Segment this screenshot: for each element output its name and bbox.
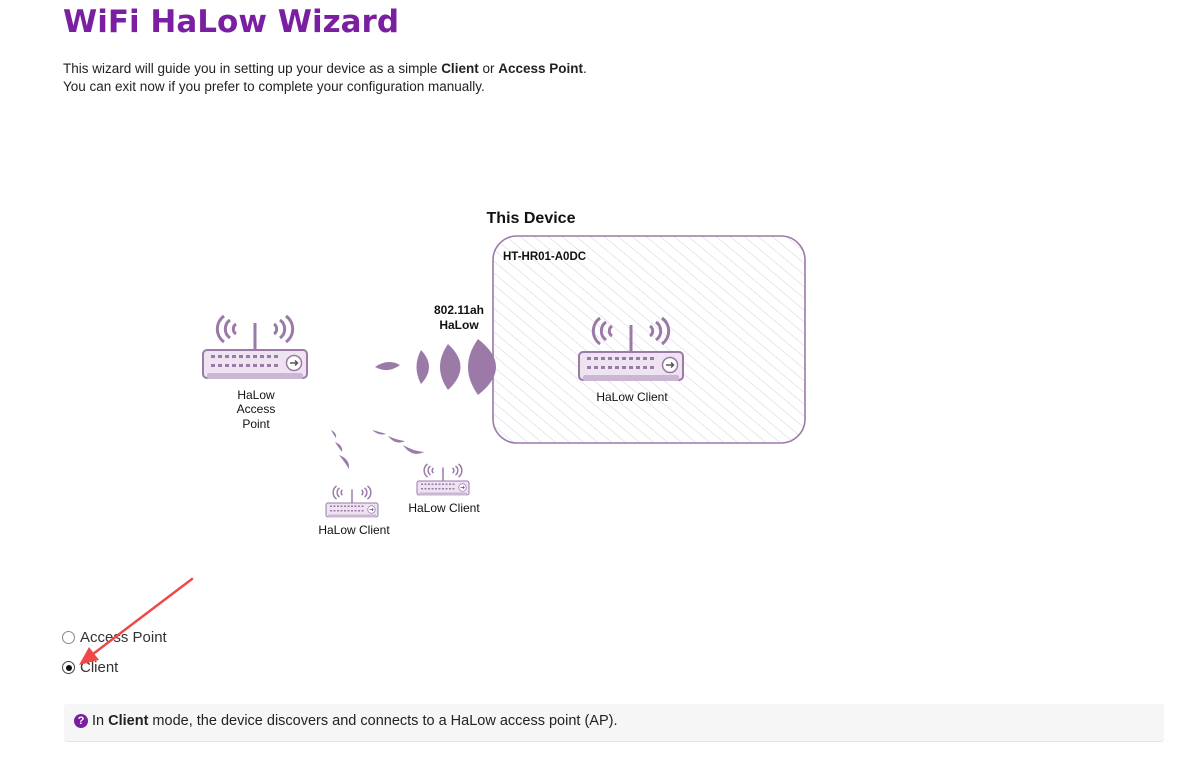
link-label-line1: 802.11ah <box>434 303 484 317</box>
device-client-label: HaLow Client <box>596 390 668 404</box>
access-point-radio[interactable] <box>62 631 75 644</box>
intro-line-1: This wizard will guide you in setting up… <box>63 61 587 76</box>
intro-text: This wizard will guide you in setting up… <box>63 60 587 96</box>
client1-router-icon <box>325 485 379 519</box>
signal-waves-icon <box>375 339 496 395</box>
client2-label: HaLow Client <box>408 501 480 515</box>
intro-client-word: Client <box>441 61 479 76</box>
question-icon: ? <box>74 714 88 728</box>
mode-option-access-point[interactable]: Access Point <box>62 629 167 646</box>
this-device-box <box>492 235 806 444</box>
page-title: WiFi HaLow Wizard <box>63 4 400 40</box>
ap-label-line1: HaLow <box>237 388 275 402</box>
small-signal-waves-icon <box>331 430 424 469</box>
client-label[interactable]: Client <box>80 659 119 676</box>
client-radio[interactable] <box>62 661 75 674</box>
client1-label: HaLow Client <box>318 523 390 537</box>
client2-router-icon <box>416 463 470 497</box>
access-point-label[interactable]: Access Point <box>80 629 167 646</box>
mode-info-box: ?In Client mode, the device discovers an… <box>64 704 1164 742</box>
mode-option-client[interactable]: Client <box>62 659 118 676</box>
link-label-line2: HaLow <box>439 318 479 332</box>
this-device-heading: This Device <box>487 210 576 227</box>
ap-label-line3: Point <box>242 417 270 431</box>
intro-ap-word: Access Point <box>498 61 584 76</box>
access-point-router-icon <box>201 314 309 381</box>
intro-line-2: You can exit now if you prefer to comple… <box>63 79 485 94</box>
ap-label-line2: Access <box>237 402 276 416</box>
device-name: HT-HR01-A0DC <box>503 251 586 263</box>
info-mode: Client <box>108 713 149 729</box>
